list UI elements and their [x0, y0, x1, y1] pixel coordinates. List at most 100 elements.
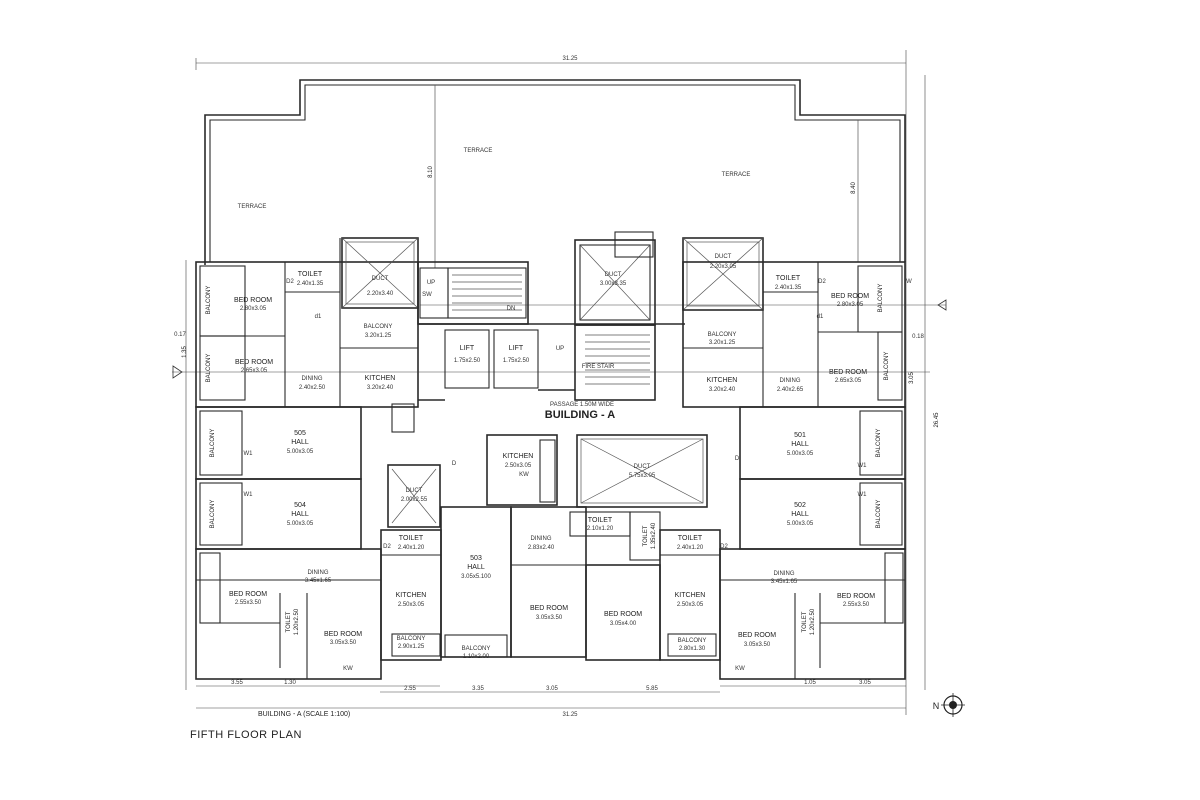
mark-d2-c: D2 [720, 544, 728, 550]
duct-tr-size: 2.20x3.05 [710, 264, 737, 270]
hall-502-num: 502 [794, 502, 806, 509]
bed-br2-name: BED ROOM [738, 632, 776, 639]
dim-b2: 1.30 [284, 680, 296, 686]
mark-d-r: D [735, 456, 740, 462]
dim-terrace-mid: 8.10 [428, 166, 434, 178]
plan-title: FIFTH FLOOR PLAN [190, 729, 302, 741]
dim-b3: 2.55 [404, 686, 416, 692]
bed-br-size: 2.55x3.50 [843, 602, 870, 608]
bed-bl2-name: BED ROOM [324, 631, 362, 638]
kitchen-br-size: 2.50x3.05 [677, 602, 704, 608]
dining-r-name: DINING [780, 378, 801, 384]
bed-bl-size: 2.55x3.50 [235, 600, 262, 606]
balcony-r4: BALCONY [876, 500, 882, 529]
duct-small-name: DUCT [406, 488, 423, 494]
dim-overall-bottom: 31.25 [562, 712, 578, 718]
lift2-size: 1.75x2.50 [503, 358, 530, 364]
dining-bl-name: DINING [308, 570, 329, 576]
dining-c-name: DINING [531, 536, 552, 542]
hall-504-size: 5.00x3.05 [287, 521, 314, 527]
toilet-cl-size: 2.40x1.20 [398, 545, 425, 551]
dim-overall-top: 31.25 [562, 56, 578, 62]
dim-b6: 5.85 [646, 686, 658, 692]
toilet-c2-name: TOILET [643, 525, 649, 546]
balcony-l3: BALCONY [210, 429, 216, 458]
dining-br-size: 3.45x1.65 [771, 579, 798, 585]
dim-l2: 1.35 [182, 346, 188, 358]
mark-d1-l: d1 [315, 314, 322, 320]
terrace-mid-label: TERRACE [464, 148, 493, 154]
mark-kw-c: KW [519, 472, 529, 478]
balcony-l1: BALCONY [206, 286, 212, 315]
duct-c-name: DUCT [634, 464, 651, 470]
building-label: BUILDING - A [545, 409, 616, 421]
hall-502-size: 5.00x3.05 [787, 521, 814, 527]
hall-504-num: 504 [294, 502, 306, 509]
balcony-r2: BALCONY [884, 352, 890, 381]
mark-d2-l: D2 [286, 279, 294, 285]
balcony-l4: BALCONY [210, 500, 216, 529]
dim-b8: 3.05 [859, 680, 871, 686]
lift1-name: LIFT [460, 345, 475, 352]
dim-overall-right: 26.45 [934, 412, 940, 428]
duct-mid-size: 3.00x3.35 [600, 281, 627, 287]
bed-r2-name: BED ROOM [829, 369, 867, 376]
lift2-name: LIFT [509, 345, 524, 352]
dim-b7: 1.05 [804, 680, 816, 686]
terrace-left-label: TERRACE [238, 204, 267, 210]
passage-label: PASSAGE 1.50M WIDE [550, 402, 614, 408]
bed-bl2-size: 3.05x3.50 [330, 640, 357, 646]
north-arrow-icon [941, 693, 965, 717]
bed-bc1-size: 3.05x3.50 [536, 615, 563, 621]
mark-d-c: D [452, 461, 457, 467]
dining-bl-size: 3.45x1.65 [305, 578, 332, 584]
hall-505-sub: HALL [291, 439, 309, 446]
bed-br2-size: 3.05x3.50 [744, 642, 771, 648]
mark-w-r: W [906, 279, 912, 285]
balcony-l2: BALCONY [206, 354, 212, 383]
dim-r1: 0.18 [912, 334, 924, 340]
toilet-cl-name: TOILET [399, 535, 424, 542]
dining-r-size: 2.40x2.65 [777, 387, 804, 393]
toilet-br-name: TOILET [802, 611, 808, 632]
duct-tl-name: DUCT [372, 276, 389, 282]
bed-tr-size: 2.80x3.05 [837, 302, 864, 308]
kitchen-bl-size: 2.50x3.05 [398, 602, 425, 608]
mark-sw: SW [422, 292, 432, 298]
balcony-r1: BALCONY [878, 284, 884, 313]
bed-l2-name: BED ROOM [235, 359, 273, 366]
mark-w1-r2: W1 [858, 492, 868, 498]
dimension-labels: 31.25 31.25 26.45 8.10 8.40 3.55 1.30 2.… [174, 56, 940, 718]
mark-w1-l2: W1 [244, 492, 254, 498]
mark-w1-r1: W1 [858, 463, 868, 469]
mark-d1-r: d1 [817, 314, 824, 320]
balcony-tr-size: 3.20x1.25 [709, 340, 736, 346]
kitchen-br-name: KITCHEN [675, 592, 706, 599]
bed-bc2-size: 3.05x4.00 [610, 621, 637, 627]
balcony-bc-size: 1.10x2.00 [463, 654, 490, 660]
terrace-outline [204, 79, 906, 268]
dining-c-size: 2.83x2.40 [528, 545, 555, 551]
toilet-tr-size: 2.40x1.35 [775, 285, 802, 291]
bed-bl-name: BED ROOM [229, 591, 267, 598]
toilet-cr-name: TOILET [678, 535, 703, 542]
balcony-bc-name: BALCONY [462, 646, 491, 652]
kitchen-bl-name: KITCHEN [396, 592, 427, 599]
hall-503-num: 503 [470, 555, 482, 562]
duct-small-size: 2.00x2.55 [401, 497, 428, 503]
mark-up: UP [427, 280, 435, 286]
north-label: N [933, 701, 940, 711]
hall-502-sub: HALL [791, 511, 809, 518]
bed-bc1-name: BED ROOM [530, 605, 568, 612]
hall-505-num: 505 [294, 430, 306, 437]
duct-mid-name: DUCT [605, 272, 622, 278]
toilet-bl-name: TOILET [286, 611, 292, 632]
mark-d2-cl: D2 [383, 544, 391, 550]
toilet-tl-name: TOILET [298, 271, 323, 278]
kitchen-r-size: 3.20x2.40 [709, 387, 736, 393]
hall-503-sub: HALL [467, 564, 485, 571]
toilet-c1-size: 2.10x1.20 [587, 526, 614, 532]
bed-tr-name: BED ROOM [831, 293, 869, 300]
mark-kw-bl: KW [343, 666, 353, 672]
dim-r2: 3.05 [909, 372, 915, 384]
